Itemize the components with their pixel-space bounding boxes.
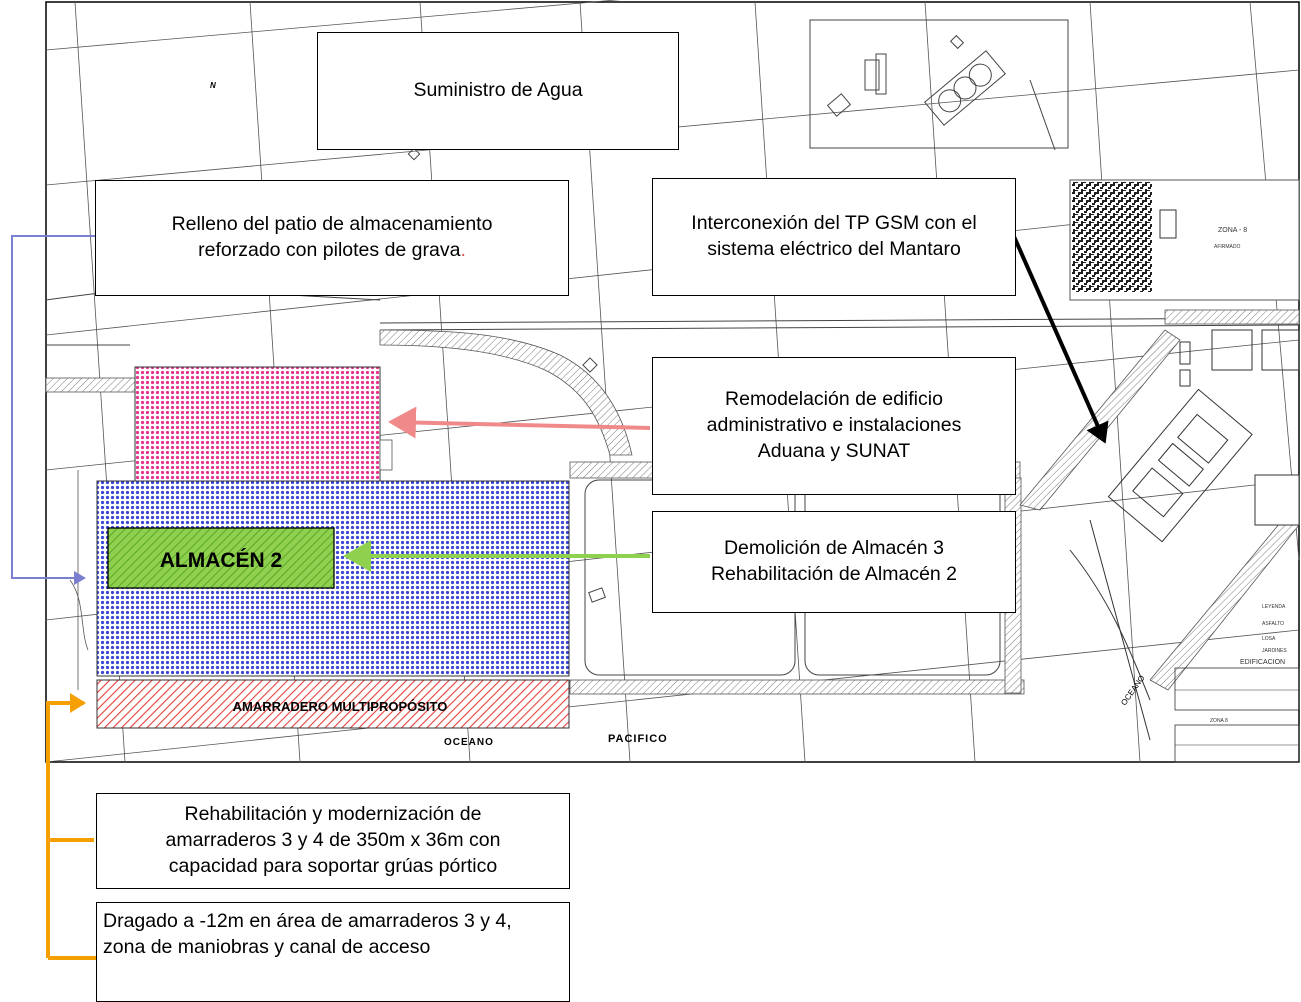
legend-asphalt: ASFALTO xyxy=(1262,621,1284,627)
north-label: N xyxy=(210,81,216,90)
fill-bracket xyxy=(11,235,95,585)
dredging-text: Dragado a -12m en área de amarraderos 3 … xyxy=(103,910,512,958)
legend-gardens: JARDINES xyxy=(1262,648,1287,654)
yard-fill-text: Relleno del patio de almacenamiento refo… xyxy=(172,212,493,263)
zone-table-label: ZONA 8 xyxy=(1210,718,1228,724)
legend-slab: LOSA xyxy=(1262,636,1276,642)
yard-fill-callout: Relleno del patio de almacenamiento refo… xyxy=(95,180,569,296)
remodel-text: Remodelación de edificio administrativo … xyxy=(706,388,962,462)
pacific-label: PACIFICO xyxy=(608,733,668,745)
zone-sub-label: AFIRMADO xyxy=(1214,244,1241,250)
demolition-line1: Demolición de Almacén 3 xyxy=(723,537,945,560)
berth-label: AMARRADERO MULTIPROPÓSITO xyxy=(233,699,448,714)
remodel-arrow xyxy=(388,406,651,439)
zone-8-block: ZONA - 8 AFIRMADO xyxy=(1069,179,1300,301)
buildings-label: EDIFICACION xyxy=(1240,659,1285,666)
demolition-text: Demolición de Almacén 3 Rehabilitación d… xyxy=(711,536,957,587)
interconnect-arrow xyxy=(1010,231,1109,444)
warehouse-label: ALMACÉN 2 xyxy=(160,549,283,572)
berth-rehab-text: Rehabilitación y modernización de amarra… xyxy=(165,803,501,877)
yard-fill-line2: reforzado con pilotes de grava xyxy=(198,239,461,261)
legend-fragment: LEYENDA ASFALTO LOSA JARDINES EDIFICACIO… xyxy=(1174,604,1300,763)
warehouse-2 xyxy=(107,527,335,589)
ocean-label: OCEANO xyxy=(444,737,494,748)
water-tank-compound xyxy=(809,19,1069,151)
interconnect-callout: Interconexión del TP GSM con el sistema … xyxy=(652,178,1016,296)
dredge-rehab-bracket xyxy=(46,693,94,842)
remodel-callout: Remodelación de edificio administrativo … xyxy=(652,357,1016,495)
yard-fill-period: . xyxy=(460,239,466,261)
legend-label: LEYENDA xyxy=(1262,604,1286,610)
multipurpose-berth xyxy=(96,679,570,729)
demolition-line2: Rehabilitación de Almacén 2 xyxy=(710,563,958,585)
dredging-callout: Dragado a -12m en área de amarraderos 3 … xyxy=(96,902,570,1002)
water-supply-text: Suministro de Agua xyxy=(413,79,583,102)
terminal-buildings xyxy=(1069,329,1300,741)
water-supply-callout: Suministro de Agua xyxy=(317,32,679,150)
admin-building-area xyxy=(134,366,381,485)
interconnect-text: Interconexión del TP GSM con el sistema … xyxy=(691,212,977,260)
zone-label: ZONA - 8 xyxy=(1218,227,1247,234)
yard-fill-line1: Relleno del patio de almacenamiento xyxy=(171,213,493,236)
demolition-callout: Demolición de Almacén 3 Rehabilitación d… xyxy=(652,511,1016,613)
berth-rehab-callout: Rehabilitación y modernización de amarra… xyxy=(96,793,570,889)
